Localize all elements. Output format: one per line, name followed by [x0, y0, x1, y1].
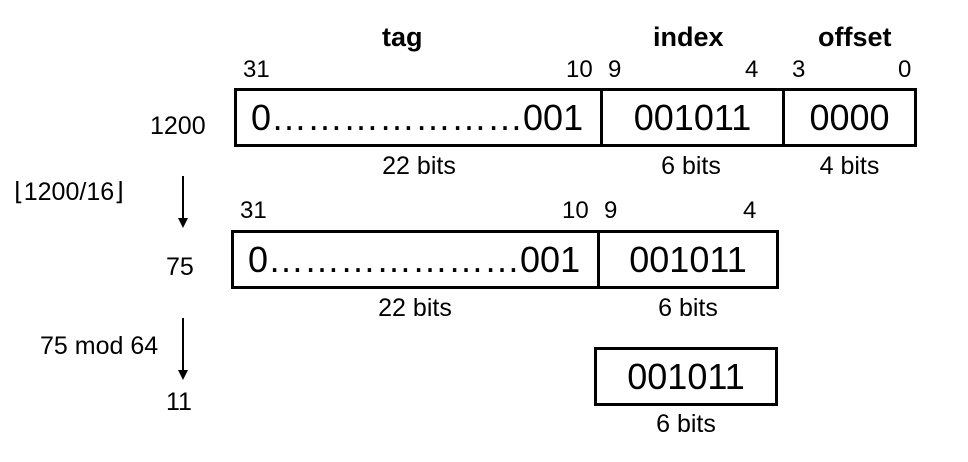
index-width-label: 6 bits: [658, 294, 718, 322]
offset-header: offset: [818, 22, 892, 52]
set-index-label-11: 11: [166, 388, 192, 416]
down-arrow-icon: [178, 176, 188, 228]
tag-header: tag: [382, 22, 423, 52]
down-arrow-icon: [178, 318, 188, 380]
index-field: 001011: [629, 238, 747, 280]
block-address-label-75: 75: [166, 253, 194, 281]
index-field: 001011: [603, 91, 785, 144]
offset-field: 0000: [809, 96, 890, 138]
bit-label-9: 9: [608, 56, 622, 83]
tag-field: 0…………………001: [237, 91, 603, 144]
index-width-label: 6 bits: [661, 152, 721, 180]
address-label-1200: 1200: [150, 112, 206, 140]
offset-width-label: 4 bits: [819, 152, 880, 180]
index-header: index: [653, 22, 724, 52]
bit-label-31: 31: [240, 197, 267, 224]
bit-label-0: 0: [898, 56, 912, 83]
bit-label-31: 31: [243, 56, 270, 83]
bit-label-10: 10: [566, 56, 593, 83]
bit-label-4: 4: [743, 197, 757, 224]
tag-field: 0…………………001: [234, 233, 600, 286]
address-register-1200: 0…………………001 001011 0000: [234, 88, 917, 147]
bit-label-4: 4: [745, 56, 759, 83]
block-address-register-75: 0…………………001 001011: [231, 230, 779, 289]
tag-width-label: 22 bits: [382, 152, 456, 180]
set-index-register-11: 001011: [594, 347, 778, 406]
bit-label-3: 3: [792, 56, 806, 83]
index-width-label: 6 bits: [656, 410, 716, 438]
floor-divide-label: ⌊1200/16⌋: [14, 178, 124, 206]
bit-label-9: 9: [604, 197, 618, 224]
tag-width-label: 22 bits: [378, 294, 452, 322]
index-field: 001011: [627, 355, 745, 397]
bit-label-10: 10: [562, 197, 589, 224]
mod-label: 75 mod 64: [40, 332, 159, 360]
